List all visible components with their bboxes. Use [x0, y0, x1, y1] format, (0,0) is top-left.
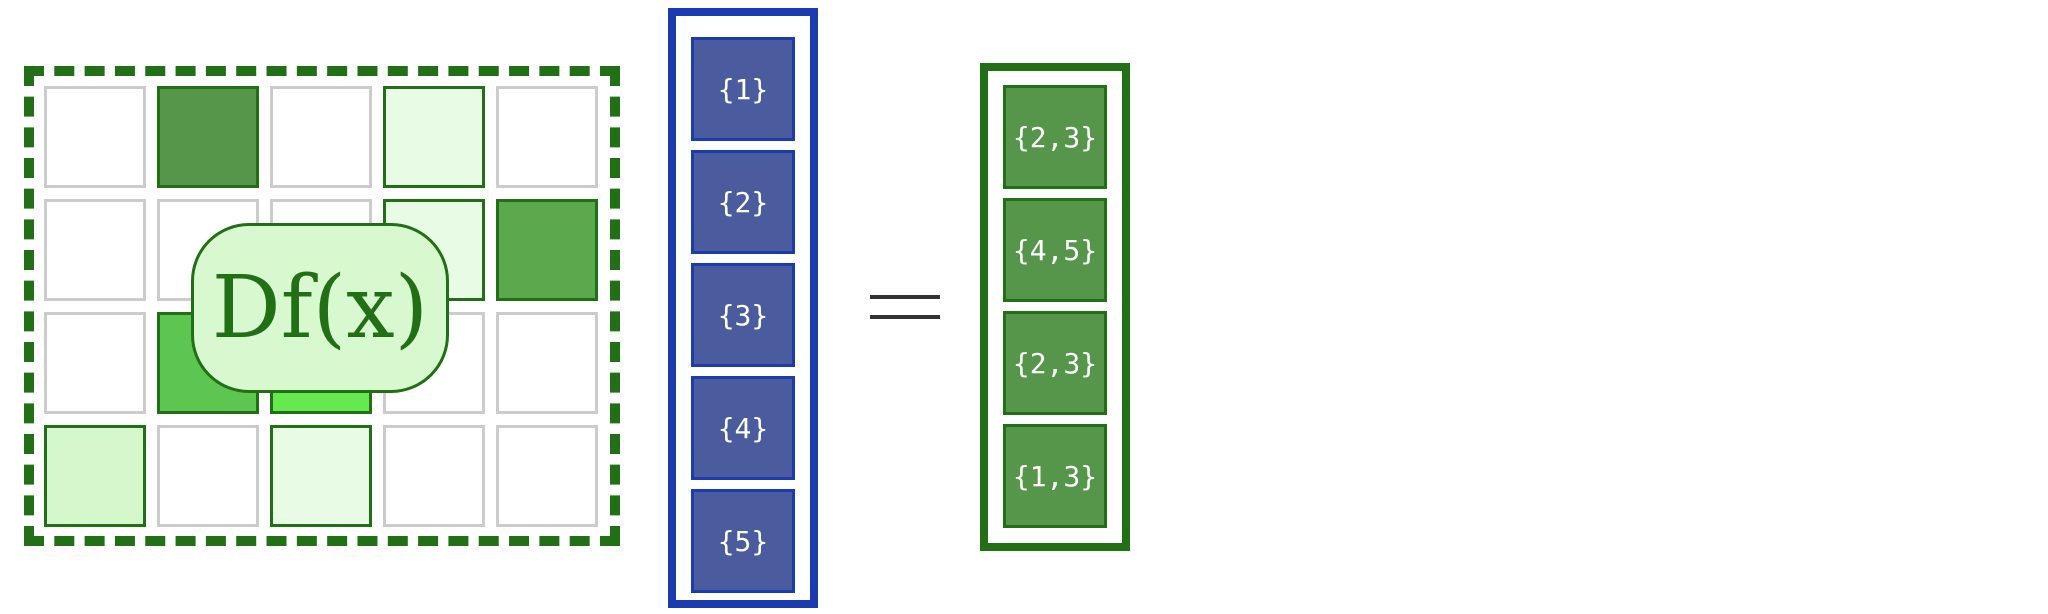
output-entry: {4,5} — [1003, 198, 1107, 302]
input-entry: {1} — [691, 37, 795, 141]
operator-label: Df(x) — [191, 223, 449, 393]
matrix-cell — [383, 425, 485, 527]
equals-sign — [870, 295, 940, 321]
output-vector: {2,3} {4,5} {2,3} {1,3} — [980, 63, 1130, 551]
matrix-cell — [44, 199, 146, 301]
matrix-cell — [44, 86, 146, 188]
matrix-cell — [496, 425, 598, 527]
matrix-cell — [383, 86, 485, 188]
matrix-cell — [44, 312, 146, 414]
input-entry: {5} — [691, 489, 795, 593]
input-entry: {2} — [691, 150, 795, 254]
matrix-cell — [157, 86, 259, 188]
output-entry: {2,3} — [1003, 311, 1107, 415]
matrix-cell — [270, 86, 372, 188]
matrix-cell — [270, 425, 372, 527]
matrix-cell — [44, 425, 146, 527]
input-vector: {1} {2} {3} {4} {5} — [668, 8, 818, 608]
output-entry: {1,3} — [1003, 424, 1107, 528]
input-entry: {4} — [691, 376, 795, 480]
matrix-cell — [496, 312, 598, 414]
matrix-cell — [157, 425, 259, 527]
matrix-cell — [496, 199, 598, 301]
matrix-cell — [496, 86, 598, 188]
input-entry: {3} — [691, 263, 795, 367]
output-entry: {2,3} — [1003, 85, 1107, 189]
